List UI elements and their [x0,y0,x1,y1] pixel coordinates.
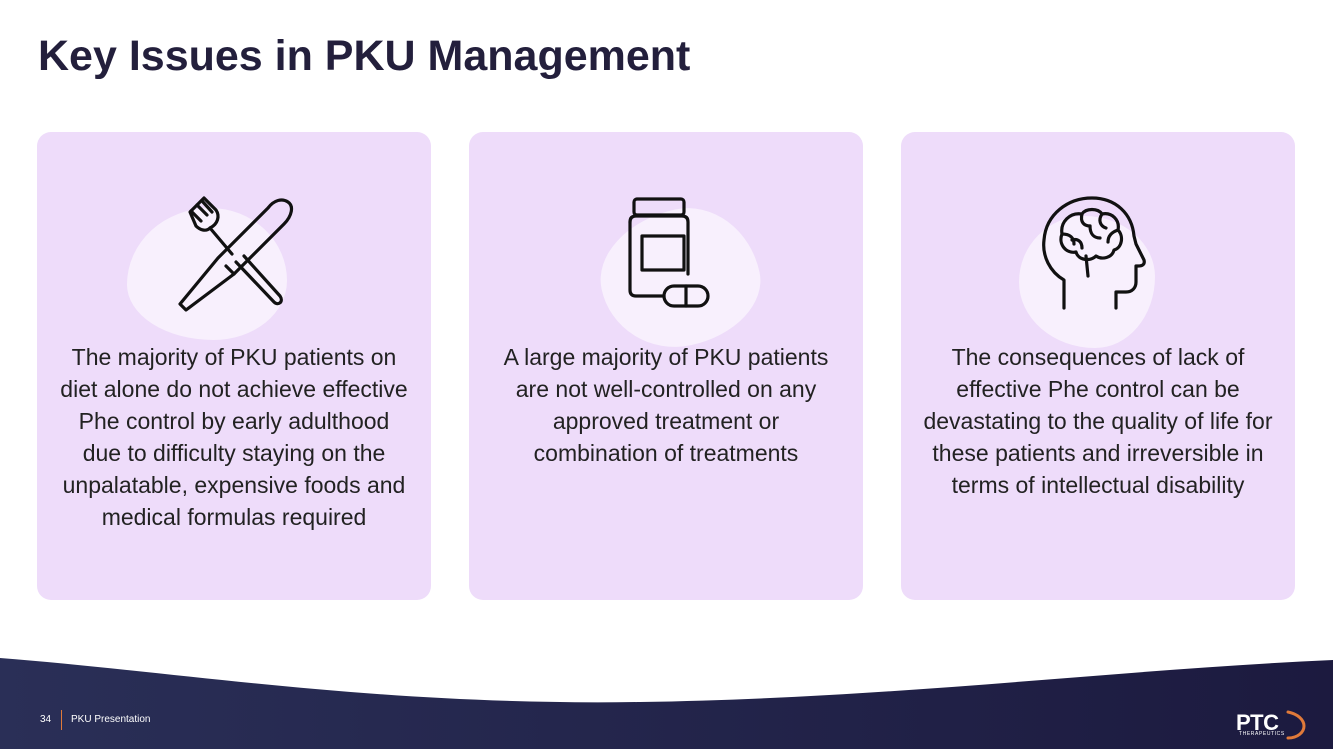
logo-subtext: THERAPEUTICS [1239,731,1285,737]
ptc-therapeutics-logo: PTC THERAPEUTICS [1230,710,1306,740]
page-number: 34 [40,714,52,725]
issue-card-treatment: A large majority of PKU patients are not… [469,132,863,600]
issue-card-text: A large majority of PKU patients are not… [503,344,829,466]
presentation-name: PKU Presentation [71,714,151,725]
decorative-blob [1019,216,1155,348]
issue-card-text: The consequences of lack of effective Ph… [923,344,1273,498]
issue-card-diet: The majority of PKU patients on diet alo… [37,132,431,600]
issue-card-text: The majority of PKU patients on diet alo… [60,344,408,530]
fork-knife-crossed-icon [178,196,294,312]
medicine-bottle-pill-icon [628,197,710,308]
issue-card-consequences: The consequences of lack of effective Ph… [901,132,1295,600]
footer-divider [61,710,62,730]
logo-arc-icon [1286,710,1306,740]
page-title: Key Issues in PKU Management [38,32,691,80]
logo-text: PTC [1236,710,1279,735]
head-brain-icon [1042,196,1146,310]
footer-wave [0,652,1333,749]
